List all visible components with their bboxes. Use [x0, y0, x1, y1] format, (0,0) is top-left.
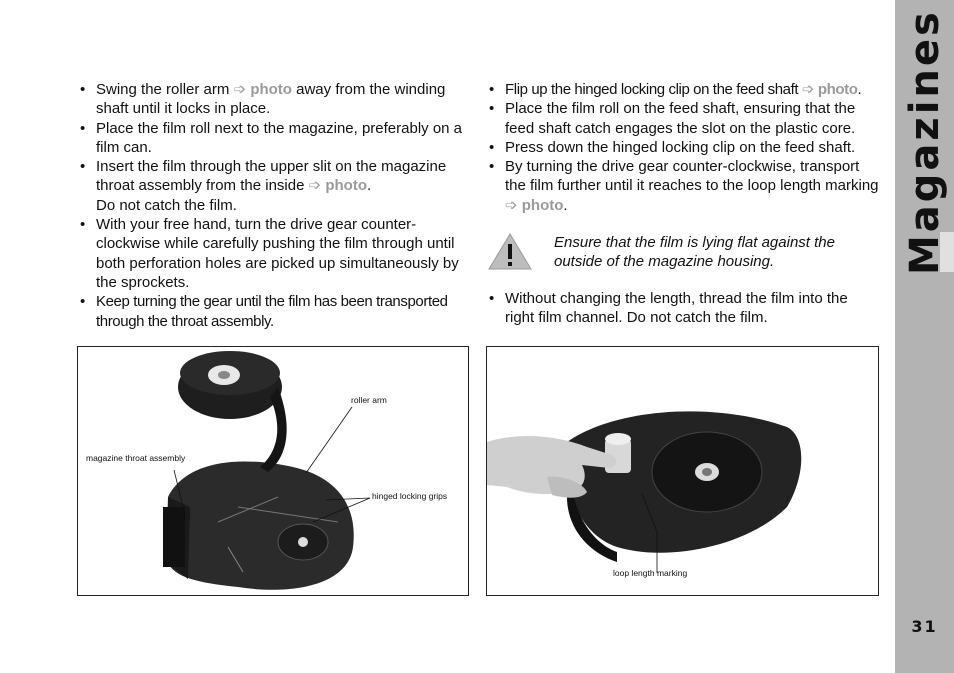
- list-item: By turning the drive gear counter-clockw…: [487, 157, 879, 215]
- warning-triangle-icon: [488, 233, 532, 270]
- label-loop-length-marking: loop length marking: [613, 568, 688, 578]
- magazine-photo-illustration: [163, 351, 371, 590]
- photo-reference: photo: [521, 196, 564, 214]
- figure-magazine-throat: roller arm magazine throat assembly hing…: [77, 346, 469, 596]
- photo-reference: photo: [817, 81, 858, 98]
- list-item: Swing the roller arm ➩ photo away from t…: [78, 80, 470, 119]
- photo-reference: photo: [250, 81, 292, 98]
- arrow-right-icon: ➩: [505, 196, 518, 214]
- left-instructions-list: Swing the roller arm ➩ photo away from t…: [78, 80, 470, 331]
- label-hinged-locking-grips: hinged locking grips: [372, 491, 448, 501]
- list-item: Place the film roll next to the magazine…: [78, 119, 470, 158]
- magazine-with-hand-illustration: [487, 411, 802, 573]
- list-item: Press down the hinged locking clip on th…: [487, 138, 879, 158]
- list-item: Flip up the hinged locking clip on the f…: [487, 80, 879, 100]
- right-column: Flip up the hinged locking clip on the f…: [487, 80, 879, 328]
- list-item: Keep turning the gear until the film has…: [78, 292, 470, 331]
- label-roller-arm: roller arm: [351, 395, 387, 405]
- list-item: Insert the film through the upper slit o…: [78, 157, 470, 215]
- sidebar: Magazines 31: [895, 0, 954, 673]
- left-column: Swing the roller arm ➩ photo away from t…: [78, 80, 470, 331]
- arrow-right-icon: ➩: [233, 81, 247, 98]
- list-item-note: Do not catch the film.: [96, 196, 237, 214]
- warning-note: Ensure that the film is lying flat again…: [487, 233, 879, 271]
- arrow-right-icon: ➩: [308, 177, 322, 195]
- list-item: Place the film roll on the feed shaft, e…: [487, 99, 879, 138]
- photo-reference: photo: [325, 177, 367, 195]
- list-item: Without changing the length, thread the …: [487, 289, 879, 328]
- label-magazine-throat-assembly: magazine throat assembly: [86, 453, 186, 463]
- page-number: 31: [911, 617, 938, 636]
- arrow-right-icon: ➩: [801, 81, 815, 98]
- figure-loop-length: loop length marking: [486, 346, 879, 596]
- right-instructions-list-continued: Without changing the length, thread the …: [487, 289, 879, 328]
- sidebar-tab-marker: [940, 232, 954, 272]
- warning-text: Ensure that the film is lying flat again…: [554, 234, 835, 271]
- list-item: With your free hand, turn the drive gear…: [78, 215, 470, 292]
- right-instructions-list: Flip up the hinged locking clip on the f…: [487, 80, 879, 215]
